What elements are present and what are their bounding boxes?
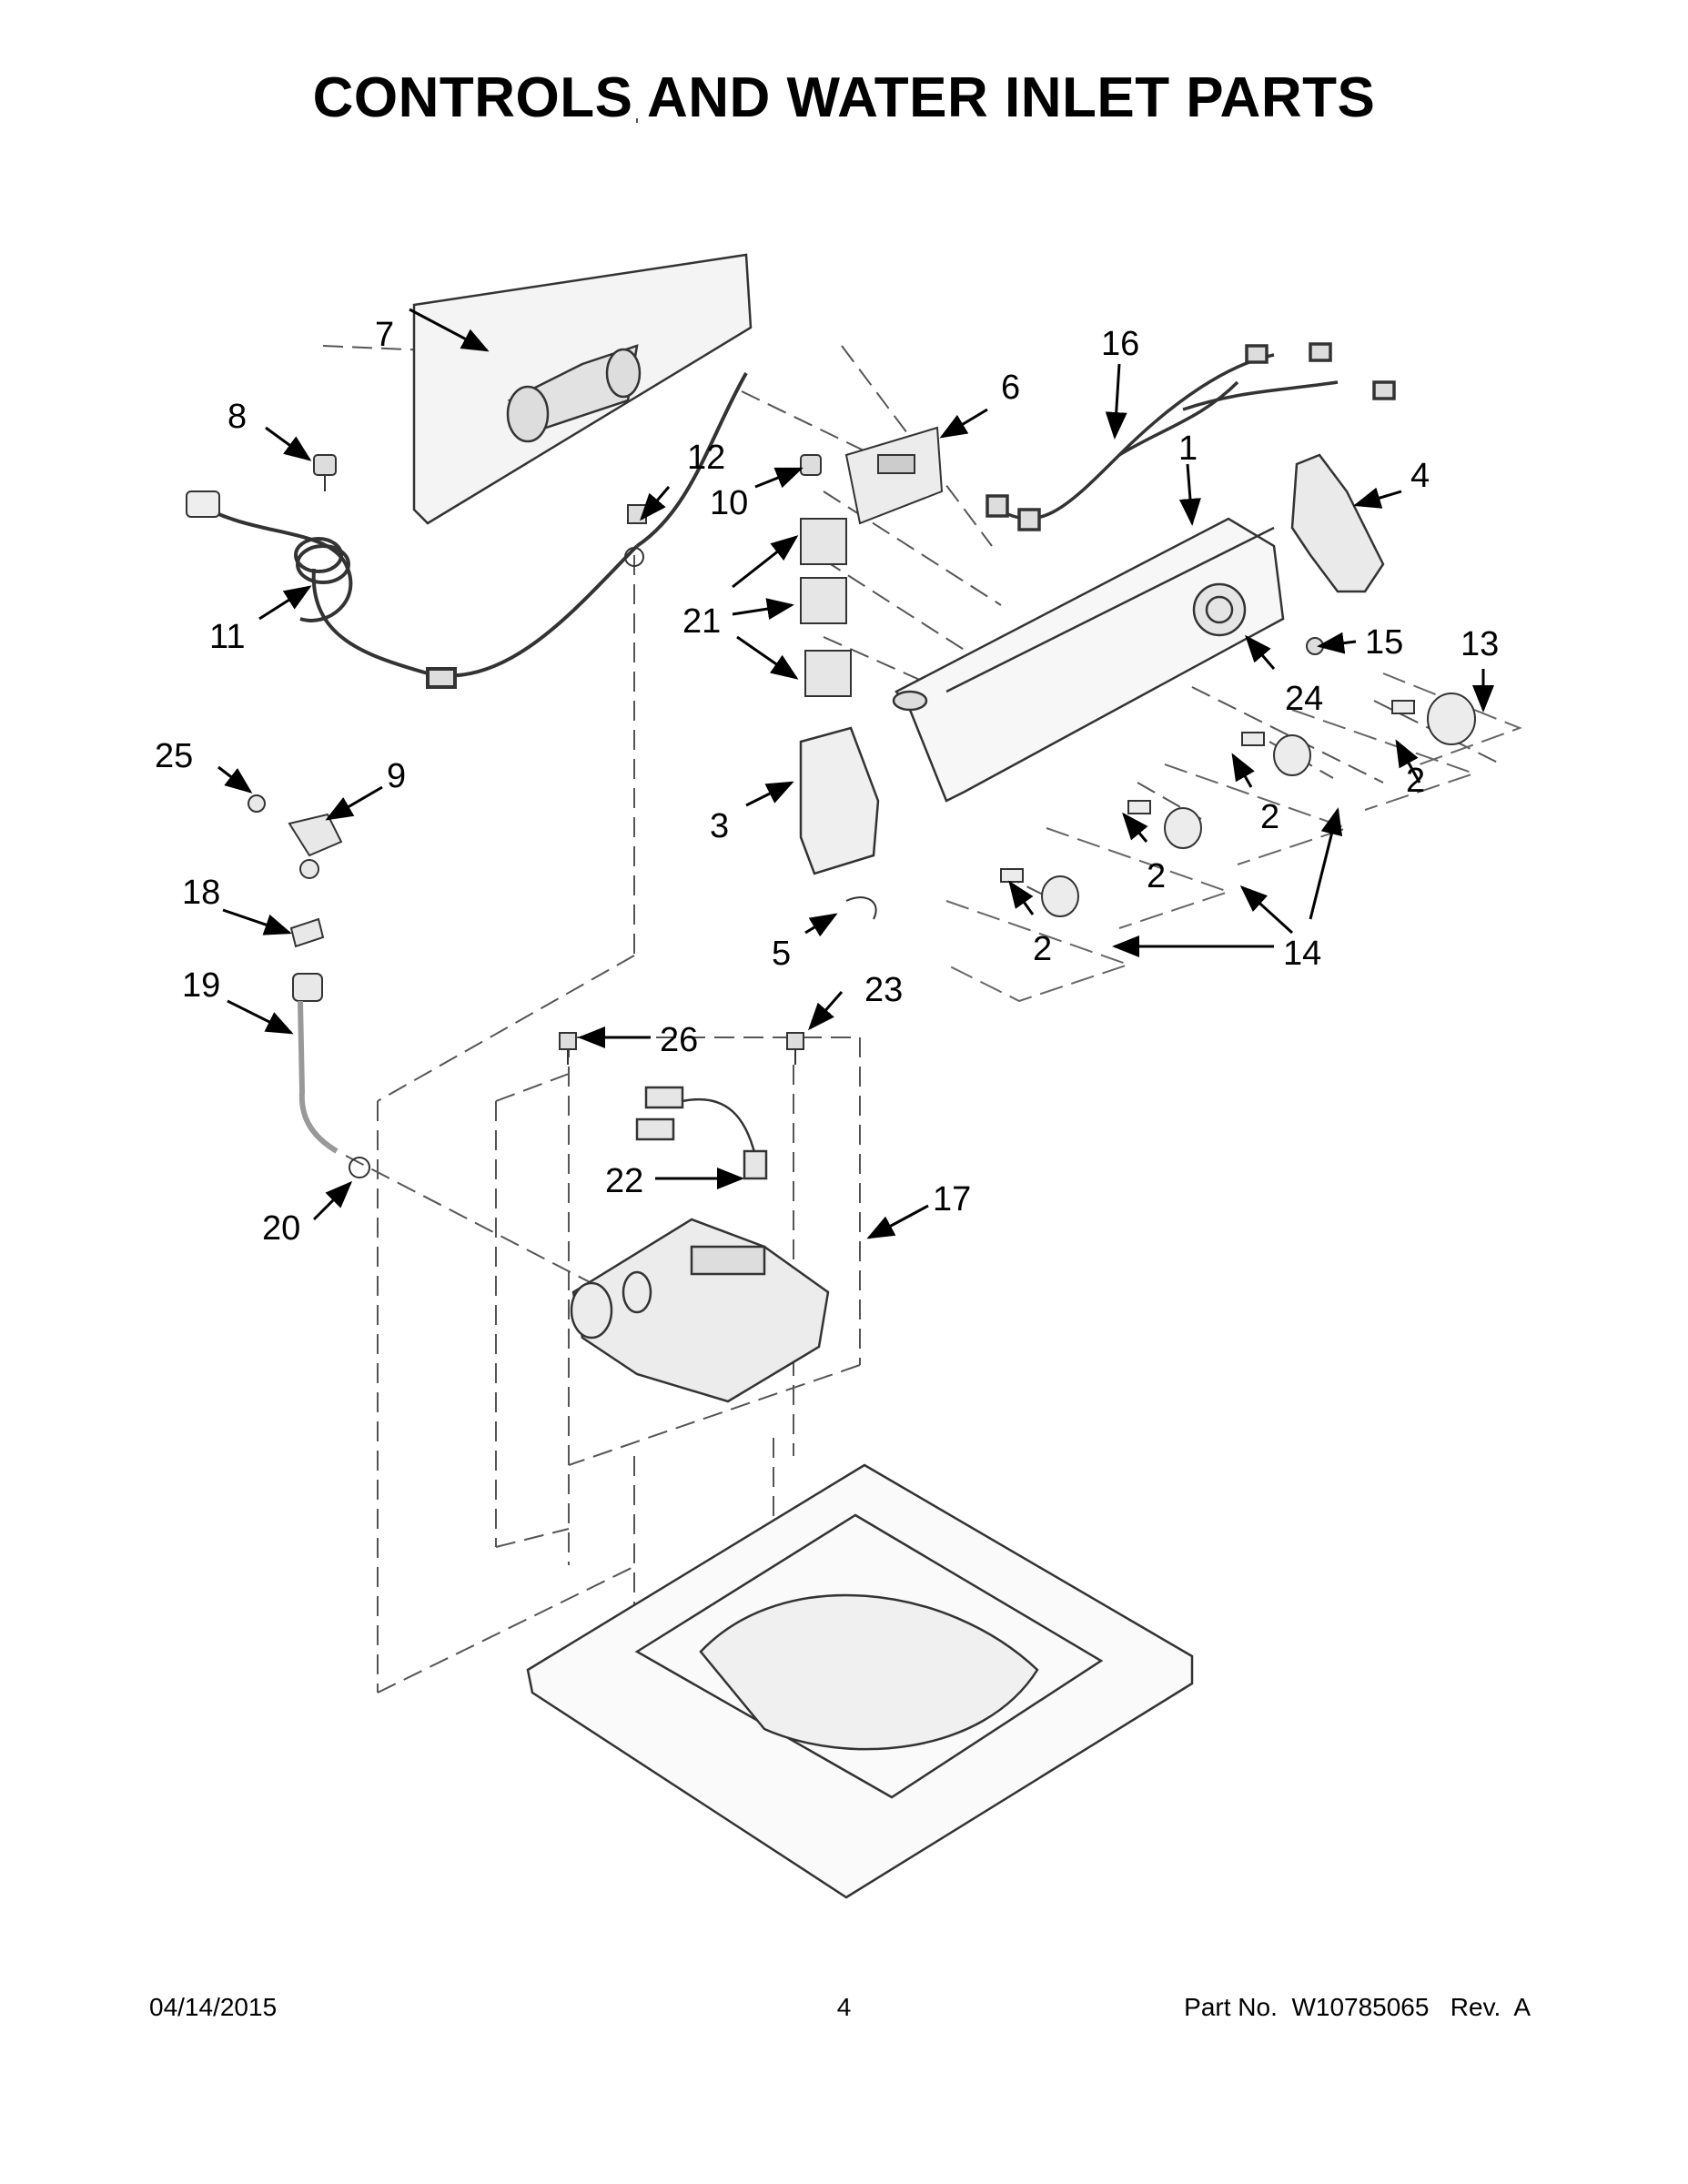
callout-23: 23 [864,971,903,1009]
dispenser-assembly [570,1218,830,1403]
callout-17: 17 [933,1180,971,1218]
callout-26: 26 [660,1021,698,1059]
part-label: Part No. [1184,1993,1278,2021]
callout-14: 14 [1283,935,1321,973]
plug [186,490,220,518]
knobs [1000,693,1476,917]
callout-labels: 1 2 2 2 2 3 4 5 6 7 8 9 10 11 12 13 14 1… [155,316,1499,1248]
callout-2d: 2 [1406,762,1425,800]
screw-8 [313,454,337,491]
screws-23-26 [559,1032,804,1065]
switches [800,518,852,697]
callout-24: 24 [1285,680,1323,718]
callout-18: 18 [182,874,220,912]
callout-9: 9 [387,757,406,795]
rev-value: A [1513,1993,1531,2021]
leader-arrows [217,308,1494,1239]
footer-part-info: Part No. W10785065 Rev. A [1184,1993,1531,2022]
callout-21: 21 [682,602,721,641]
end-cap [799,726,880,875]
rear-panel [412,253,753,525]
callout-8: 8 [227,398,247,436]
callout-7: 7 [375,316,394,354]
callout-19: 19 [182,966,220,1005]
page-title: CONTROLS AND WATER INLET PARTS [312,66,1376,129]
wire-harness [986,342,1396,531]
washer-top [526,1463,1194,1899]
callout-20: 20 [262,1209,300,1248]
water-valve-harness [635,1086,768,1180]
control-board [844,426,944,525]
callout-5: 5 [772,935,791,973]
footer-page-number: 4 [836,1993,852,2021]
callout-2b: 2 [1147,857,1166,895]
part-number: W10785065 [1291,1993,1430,2021]
callout-10: 10 [710,484,748,522]
rev-label: Rev. [1450,1993,1501,2021]
callout-3: 3 [710,807,729,845]
callout-2a: 2 [1033,930,1052,968]
callout-15: 15 [1365,623,1403,662]
dashed-guide-lines [322,118,1502,1694]
side-bracket [1290,453,1385,593]
callout-2c: 2 [1260,798,1279,836]
clip-5 [845,896,877,920]
callout-12: 12 [687,439,725,477]
knob-guide-frames [945,672,1522,1003]
screw-10 [800,454,822,476]
callout-1: 1 [1178,430,1198,468]
callout-11: 11 [209,618,245,656]
console [892,517,1285,803]
callout-4: 4 [1410,457,1430,495]
callout-25: 25 [155,737,193,775]
footer-date: 04/14/2015 [149,1993,278,2021]
power-cord [198,372,748,689]
inlet-hose-parts [248,794,370,1178]
callout-6: 6 [1001,369,1020,407]
callout-16: 16 [1101,325,1139,363]
callout-22: 22 [605,1162,643,1200]
callout-13: 13 [1461,625,1499,663]
